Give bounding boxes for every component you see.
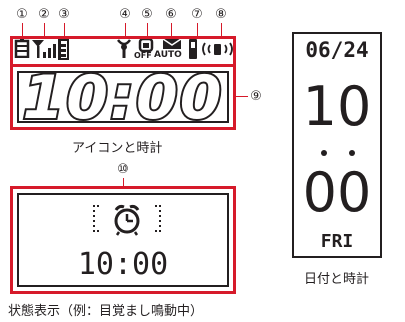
date-text: 06/24 — [305, 38, 369, 62]
caption-date-and-clock: 日付と時計 — [304, 272, 370, 287]
callout-line-1 — [22, 23, 23, 39]
status-icon-strip: OFF AUTO — [12, 38, 238, 62]
callout-10: ⑩ — [117, 162, 129, 177]
callout-line-10 — [123, 178, 124, 188]
callout-5: ⑤ — [141, 7, 153, 22]
colon-dot-right — [349, 150, 355, 156]
callout-7: ⑦ — [191, 7, 203, 22]
battery-icon — [58, 38, 69, 60]
callout-line-9 — [236, 96, 248, 97]
memo-icon — [14, 38, 30, 58]
date-hour: 10 — [302, 75, 372, 138]
date-minute: 00 — [302, 161, 372, 224]
callout-line-2 — [44, 23, 45, 39]
callout-2: ② — [38, 7, 50, 22]
callout-4: ④ — [119, 7, 131, 22]
day-of-week: FRI — [320, 231, 354, 252]
callout-3: ③ — [58, 7, 70, 22]
caption-icons-and-clock: アイコンと時計 — [72, 141, 163, 156]
colon-dot-left — [321, 150, 327, 156]
status-time: 10:00 — [77, 247, 169, 282]
lock-icon — [138, 38, 154, 53]
alarm-clock-icon — [93, 204, 161, 236]
callout-line-5 — [147, 23, 148, 39]
callout-6: ⑥ — [165, 7, 177, 22]
callout-line-4 — [125, 23, 126, 39]
callout-line-7 — [197, 23, 198, 39]
mail-icon — [162, 38, 182, 49]
callout-9: ⑨ — [250, 89, 262, 104]
status-frame: 10:00 — [17, 193, 229, 287]
manner-icon — [189, 39, 197, 59]
callout-line-3 — [64, 23, 65, 39]
lock-mode-label: OFF — [134, 51, 152, 60]
key-icon — [117, 39, 131, 58]
icon-strip-frame — [10, 36, 236, 66]
date-display: 06/24 10 00 FRI — [292, 32, 382, 258]
vibrate-icon — [202, 42, 233, 56]
callout-8: ⑧ — [215, 7, 227, 22]
clock-frame: 10:00 — [17, 61, 229, 135]
status-display: 10:00 — [10, 186, 236, 294]
clock-time: 10:00 — [21, 61, 224, 135]
auto-label: AUTO — [154, 50, 182, 60]
clock-display: 10:00 — [10, 61, 236, 135]
callout-line-6 — [171, 23, 172, 39]
callout-1: ① — [16, 7, 28, 22]
callout-line-8 — [221, 23, 222, 39]
caption-status-display: 状態表示（例：目覚まし鳴動中） — [8, 304, 204, 319]
